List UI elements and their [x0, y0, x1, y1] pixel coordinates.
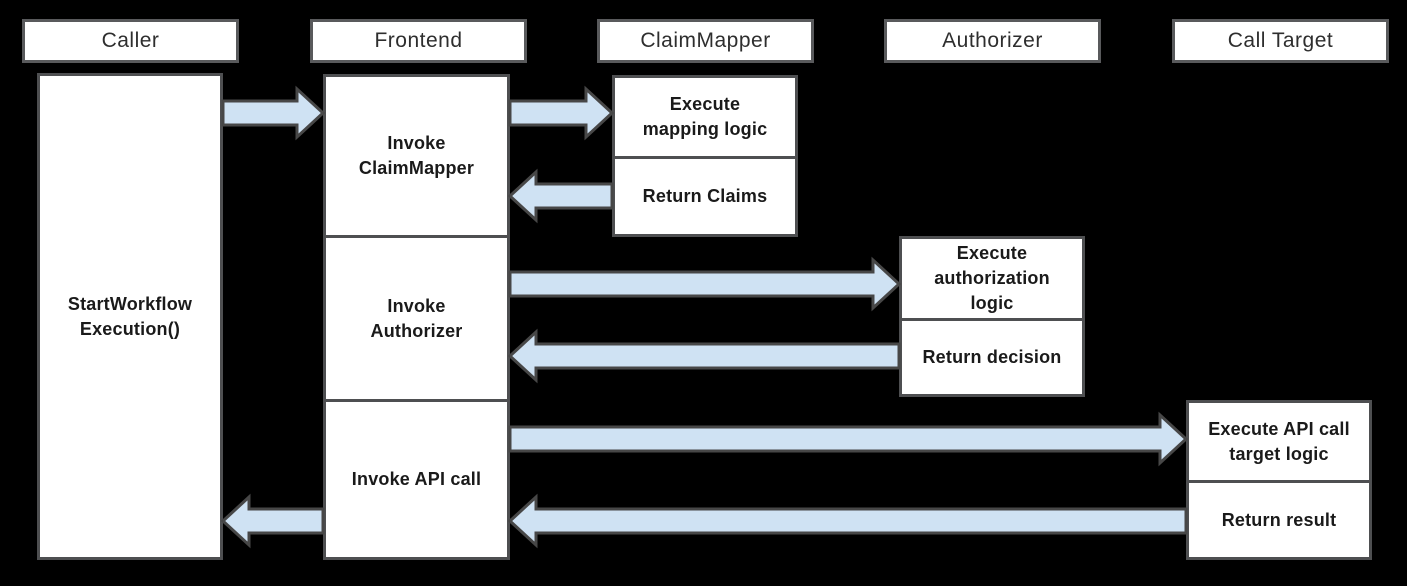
actor-header-authorizer: Authorizer [884, 19, 1101, 63]
claimmapper-segment-execute-mapping: Execute mapping logic [615, 78, 795, 156]
actor-header-caller: Caller [22, 19, 239, 63]
frontend-segment-label: Invoke ClaimMapper [358, 133, 475, 178]
calltarget-segment-label: Execute API call target logic [1208, 418, 1350, 464]
authorizer-segment-label: Execute authorization logic [934, 243, 1050, 313]
frontend-segment-invoke-authorizer: Invoke Authorizer [326, 235, 507, 399]
arrow-frontend-to-calltarget-icon [508, 411, 1189, 467]
claimmapper-segment-label: Return Claims [642, 186, 768, 207]
caller-activation-box: StartWorkflow Execution() [37, 73, 223, 560]
claimmapper-segment-label: Execute mapping logic [642, 94, 768, 139]
arrow-frontend-to-authorizer-icon [508, 256, 902, 312]
caller-activation-label: StartWorkflow Execution() [67, 293, 193, 339]
authorizer-activation-box: Execute authorization logic Return decis… [899, 236, 1085, 397]
frontend-segment-invoke-api-call: Invoke API call [326, 399, 507, 557]
arrow-claimmapper-to-frontend-icon [507, 168, 614, 224]
actor-header-calltarget: Call Target [1172, 19, 1389, 63]
arrow-caller-to-frontend-icon [221, 85, 326, 141]
actor-label-frontend: Frontend [374, 29, 463, 52]
authorizer-segment-return-decision: Return decision [902, 318, 1082, 394]
calltarget-segment-execute-api: Execute API call target logic [1189, 403, 1369, 480]
calltarget-segment-return-result: Return result [1189, 480, 1369, 557]
frontend-segment-label: Invoke Authorizer [370, 295, 463, 341]
authorizer-segment-execute-authorization: Execute authorization logic [902, 239, 1082, 318]
claimmapper-segment-return-claims: Return Claims [615, 156, 795, 234]
authorizer-segment-label: Return decision [922, 347, 1062, 368]
actor-label-claimmapper: ClaimMapper [640, 29, 771, 52]
actor-header-claimmapper: ClaimMapper [597, 19, 814, 63]
frontend-segment-invoke-claimmapper: Invoke ClaimMapper [326, 77, 507, 235]
calltarget-segment-label: Return result [1221, 509, 1337, 530]
arrow-frontend-to-caller-icon [220, 493, 325, 549]
arrow-authorizer-to-frontend-icon [507, 328, 901, 384]
claimmapper-activation-box: Execute mapping logic Return Claims [612, 75, 798, 237]
actor-label-caller: Caller [101, 29, 160, 52]
caller-activation-segment: StartWorkflow Execution() [40, 76, 220, 557]
frontend-segment-label: Invoke API call [351, 469, 482, 490]
actor-header-frontend: Frontend [310, 19, 527, 63]
actor-label-calltarget: Call Target [1227, 29, 1334, 52]
arrow-frontend-to-claimmapper-icon [508, 85, 615, 141]
arrow-calltarget-to-frontend-icon [507, 493, 1188, 549]
frontend-activation-box: Invoke ClaimMapper Invoke Authorizer Inv… [323, 74, 510, 560]
calltarget-activation-box: Execute API call target logic Return res… [1186, 400, 1372, 560]
actor-label-authorizer: Authorizer [942, 29, 1043, 52]
